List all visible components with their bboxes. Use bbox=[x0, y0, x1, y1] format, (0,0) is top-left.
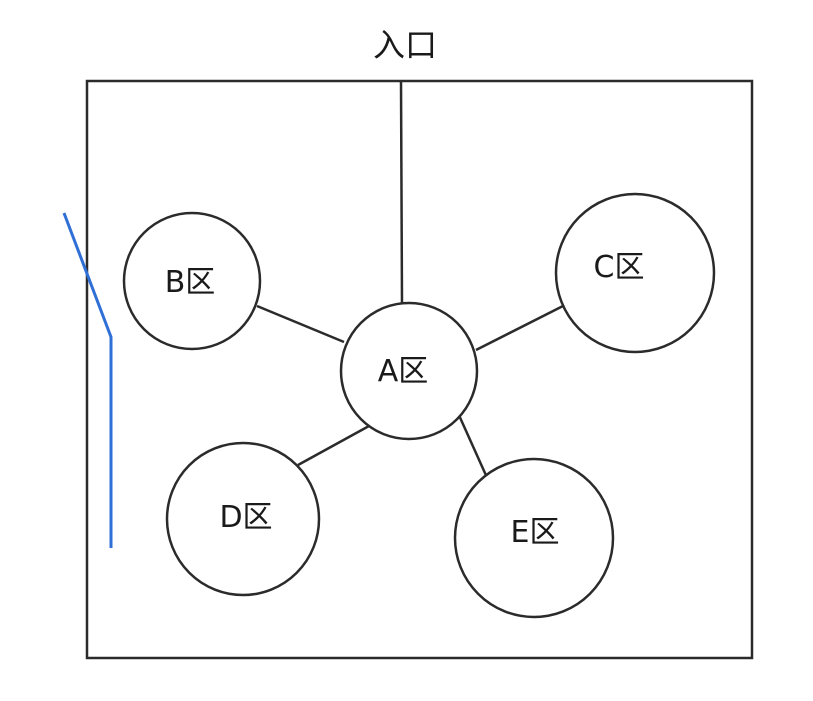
site-boundary bbox=[85, 79, 754, 660]
connector-a-b bbox=[256, 304, 345, 344]
zone-d-circle bbox=[165, 441, 321, 597]
zone-a[interactable]: A区 bbox=[339, 301, 479, 441]
zone-c[interactable]: C区 bbox=[554, 192, 716, 354]
blue-annotation-line bbox=[62, 212, 113, 548]
zone-a-circle bbox=[339, 301, 479, 441]
zone-b-label: B区 bbox=[165, 265, 216, 300]
connector-a-e bbox=[456, 412, 491, 483]
connector-a-d bbox=[297, 424, 370, 467]
zone-e-label: E区 bbox=[511, 515, 560, 550]
zone-b-circle bbox=[122, 211, 262, 351]
zone-e-circle bbox=[453, 457, 615, 619]
zone-b[interactable]: B区 bbox=[122, 211, 262, 351]
zone-e[interactable]: E区 bbox=[453, 457, 615, 619]
entrance-path bbox=[399, 80, 404, 305]
entrance-label: 入口 bbox=[373, 26, 437, 64]
zone-c-circle bbox=[554, 192, 716, 354]
zone-a-label: A区 bbox=[378, 354, 429, 389]
zone-c-label: C区 bbox=[594, 250, 645, 285]
zone-d-label: D区 bbox=[219, 500, 272, 535]
zone-d[interactable]: D区 bbox=[165, 441, 321, 597]
connector-a-c bbox=[475, 304, 564, 352]
